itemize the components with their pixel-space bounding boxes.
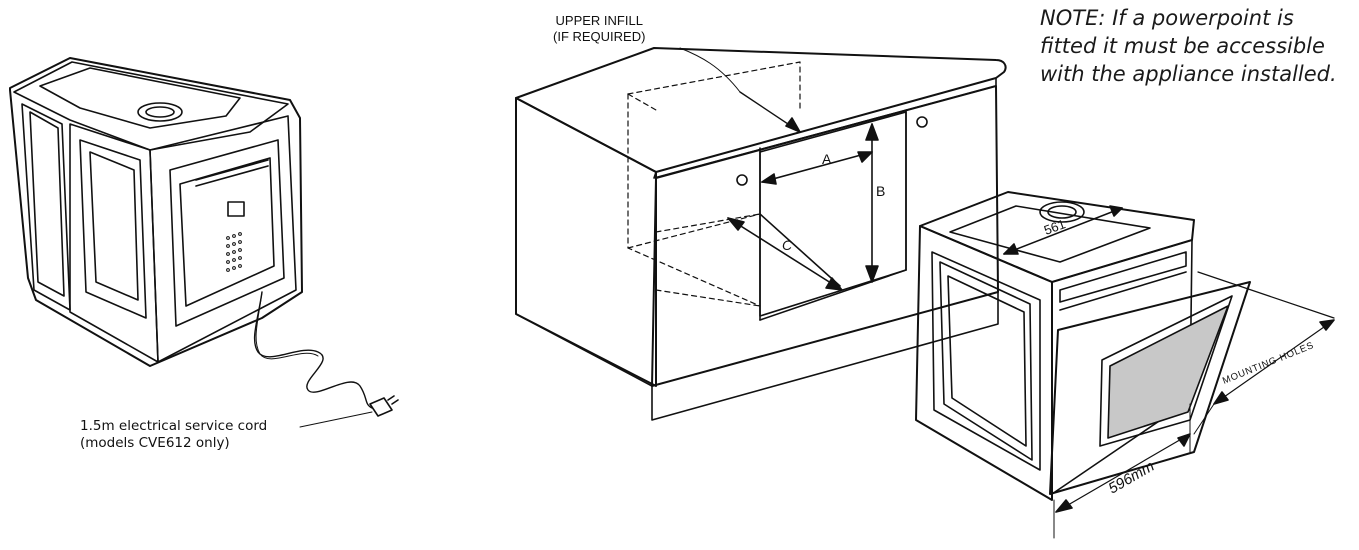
- note-line-2: fitted it must be accessible: [1040, 34, 1325, 58]
- upper-infill-line-2: (IF REQUIRED): [553, 29, 646, 44]
- mounting-holes-label: MOUNTING HOLES: [1221, 340, 1316, 387]
- cord-caption: 1.5m electrical service cord (models CVE…: [80, 418, 267, 452]
- oven-front-illustration: [915, 191, 1335, 539]
- cabinet-illustration: [515, 47, 1007, 421]
- width-dimension-label: 596mm: [1106, 458, 1158, 498]
- note-line-1: NOTE: If a powerpoint is: [1040, 6, 1294, 30]
- dimension-c-label: C: [782, 237, 793, 253]
- upper-infill-line-1: UPPER INFILL: [555, 13, 643, 28]
- powerpoint-note: NOTE: If a powerpoint is fitted it must …: [1040, 4, 1355, 88]
- depth-dimension-label: 561: [1042, 216, 1068, 238]
- dimension-a-label: A: [822, 151, 832, 167]
- cord-caption-line-2: (models CVE612 only): [80, 435, 230, 451]
- upper-infill-label: UPPER INFILL (IF REQUIRED): [553, 13, 645, 45]
- oven-rear-illustration: [9, 57, 399, 428]
- note-line-3: with the appliance installed.: [1040, 62, 1337, 86]
- dimension-b-label: B: [876, 183, 885, 199]
- cord-caption-line-1: 1.5m electrical service cord: [80, 418, 268, 434]
